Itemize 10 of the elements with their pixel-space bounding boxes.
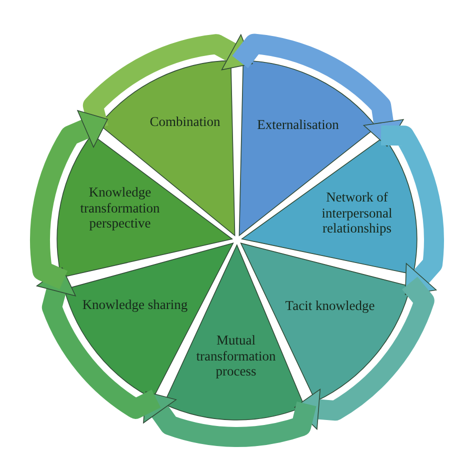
segment-label: Network of interpersonal relationships: [320, 190, 394, 236]
segment-label: Knowledge sharing: [81, 297, 189, 313]
segment-label: Combination: [148, 114, 222, 130]
curved-arrow: [232, 34, 404, 148]
segment-label: Tacit knowledge: [284, 298, 376, 314]
segment-label: Mutual transformation process: [195, 332, 277, 380]
segment-label: Knowledge transformation perspective: [79, 184, 161, 232]
segment-label: Externalisation: [256, 117, 340, 133]
curved-arrow: [36, 265, 161, 419]
curved-arrow: [294, 276, 434, 430]
